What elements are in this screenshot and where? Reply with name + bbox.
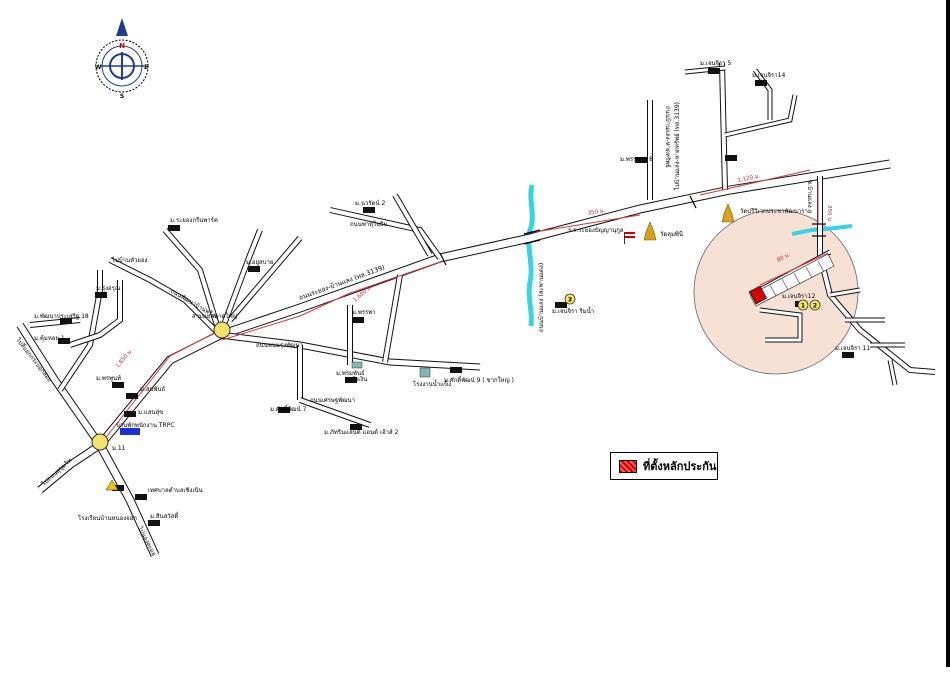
distance-6: 350 ม. xyxy=(826,205,832,223)
road-label-ban-hua: ไปบ้านหัวยอง xyxy=(111,256,148,264)
label-sakdi-9: ม.ศักดิ์พัฒน์ 9 ( ชากใหญ่ ) xyxy=(444,375,514,384)
label-school: โรงเรียนบ้านหนองจอก xyxy=(78,514,137,522)
label-wat-lumphini: วัดลุมพินี xyxy=(660,230,683,238)
road-label-setthaphat: ถนนเศรษฐพัฒนา xyxy=(310,397,355,404)
label-trpc: บ้านพักพนักงาน TRPC xyxy=(116,422,175,429)
label-pornpha: ม.พรรพา xyxy=(352,309,376,316)
label-charoen-top: ม.เจนจิรา 5 xyxy=(700,60,732,67)
road-label-phanomrung: ถนนพนมรุ่งพัฒนา xyxy=(256,342,303,349)
trpc-icon xyxy=(120,428,140,435)
road-label-ban-lang-3139: ไปบ้านแลง-หาดทรัพย์ (ทล.3139) xyxy=(673,102,681,191)
factory-icon xyxy=(419,367,431,378)
svg-text:2: 2 xyxy=(813,303,817,310)
compass-w: W xyxy=(95,64,102,71)
building-icons xyxy=(58,68,854,526)
road-label-left-soi: ซ.บ้านแลง xyxy=(806,180,813,208)
label-m11: ม.11 xyxy=(112,445,126,452)
label-charoen-14: ม.เจนจิรา14 xyxy=(752,72,785,79)
canal-left xyxy=(526,184,535,327)
distance-1: 1,850 ม. xyxy=(115,348,134,370)
distance-3: 350 ม. xyxy=(587,208,606,217)
label-kanchana: ม.คำเงิน xyxy=(345,376,367,383)
marker-1: 1 xyxy=(797,299,809,311)
label-phon-phun: ม.พรพูนท์ xyxy=(96,374,121,382)
bridge-marks xyxy=(439,195,826,266)
compass-e: E xyxy=(144,64,148,71)
marker-3: 3 xyxy=(564,293,576,305)
label-samyaek: สามแยกหาดใหญ่ xyxy=(192,312,237,320)
label-temple-right: วัดปรีวิเวกประชาพัฒนาราม xyxy=(740,207,812,215)
label-rung-arun: ม.รุ่งอรุณ xyxy=(96,285,121,292)
label-aui-sabai: ม.อยู่สบาย xyxy=(246,259,273,266)
label-khum-hoi: ม.คุ้มหอย 1 xyxy=(34,335,65,342)
label-phrom-phan: ม.พรมพันธ์ xyxy=(336,369,365,377)
label-nawarat-2: ม.นวรัตน์ 2 xyxy=(355,199,385,207)
label-phatthana-18: ม.พัฒนาประเสริฐ 18 xyxy=(34,313,89,320)
label-rayong-green-park: ม.ระยองกรีนพาร์ค xyxy=(170,216,218,224)
road-label-nong-khla: ถนนบ้านแลง-หาดทรัพย์ xyxy=(664,106,672,168)
label-sombat: ม.สมพันธ์ xyxy=(140,385,166,393)
parcel-plots xyxy=(749,253,835,307)
school-flag-icon xyxy=(624,232,635,244)
route-lines xyxy=(99,169,829,446)
label-pornphrat: ม.พรรพาส 8 xyxy=(620,156,653,163)
label-charoen-rimnam: ม.เจนจิรา ริมน้ำ xyxy=(552,305,594,315)
temple-icon xyxy=(721,203,735,223)
junction-left xyxy=(91,433,109,451)
label-charoen-12: ม.เจนจิรา12 xyxy=(782,293,815,300)
road-label-phahon: ถนนพาหุโยธิน xyxy=(350,220,388,228)
compass-s: S xyxy=(120,93,124,100)
label-market: เทศบาลตำบลเชิงเนิน xyxy=(148,487,203,494)
road-label-sukhumvit: ไปถนนสุขุมวิท xyxy=(39,456,73,488)
legend-label: ที่ตั้งหลักประกัน xyxy=(643,460,717,473)
distance-4: 1,120 ม. xyxy=(737,173,761,184)
collateral-parcel xyxy=(749,285,767,305)
label-sin-soi: ม.สินสวัสดิ์ xyxy=(150,511,180,520)
legend: ที่ตั้งหลักประกัน xyxy=(610,452,718,480)
marker-2: 2 xyxy=(809,299,821,311)
svg-text:3: 3 xyxy=(568,297,572,304)
label-charoen-11: ม.เจนจิรา 11 xyxy=(835,345,870,352)
compass-rose: N S E W xyxy=(95,18,149,100)
temple-icon xyxy=(643,221,657,241)
legend-swatch xyxy=(619,459,637,473)
junction-center xyxy=(213,321,231,339)
label-sakdi-7: ม.ศักดิ์พัฒน์ 7 xyxy=(270,404,307,413)
page-right-border xyxy=(946,0,950,667)
road-label-bridge: ถนนบ้านแลง (สะพานแดง) xyxy=(538,263,545,332)
svg-text:1: 1 xyxy=(801,303,805,310)
label-siam-land: ม.ภัทรินแลนด์ แอนด์ เฮ้าส์ 2 xyxy=(324,428,399,436)
market-icon xyxy=(351,361,363,369)
north-arrow-icon xyxy=(116,18,128,36)
label-rayong-school: ร.ร.ระยองปัญญานุกูล xyxy=(568,227,624,234)
label-factory: โรงงานน้ำแข็ง xyxy=(413,378,451,388)
compass-n: N xyxy=(119,42,125,50)
label-saen-suk: ม.แสนสุข xyxy=(138,409,163,416)
warning-icon xyxy=(105,479,119,491)
